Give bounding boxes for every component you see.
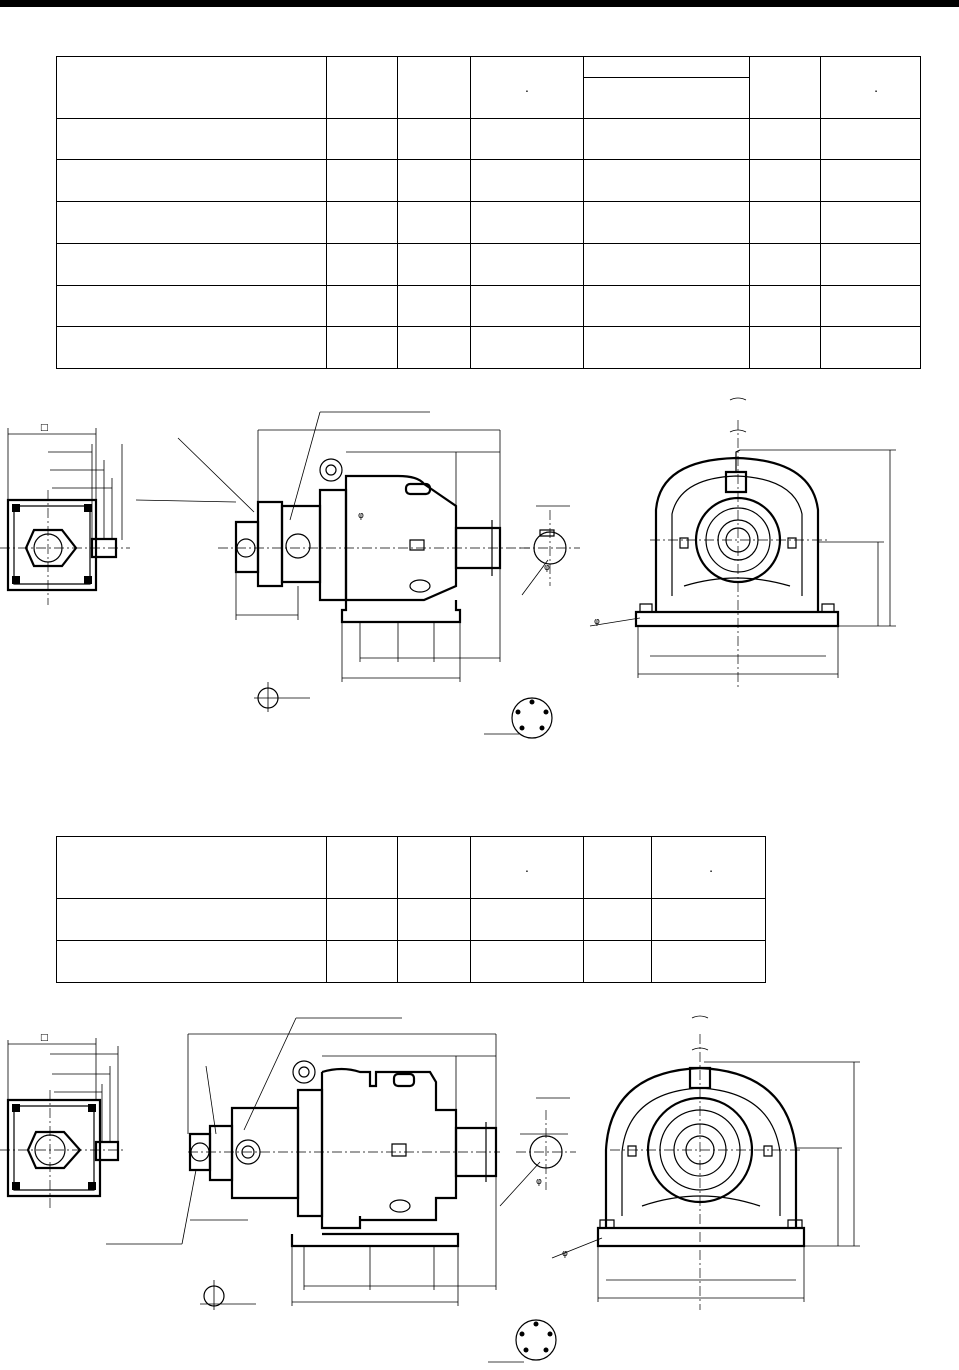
table-cell	[749, 159, 821, 202]
gear-motor-drawing-upper: □	[0, 390, 959, 740]
table-cell	[470, 326, 584, 369]
table-cell	[56, 201, 327, 244]
table-cell	[820, 118, 921, 160]
table-cell	[749, 243, 821, 286]
table-cell	[326, 285, 398, 327]
table-cell	[326, 898, 398, 941]
table-cell	[56, 285, 327, 327]
header-cell	[749, 56, 821, 119]
table-cell	[326, 326, 398, 369]
table-cell	[470, 898, 584, 941]
table-cell	[470, 118, 584, 160]
table-cell	[470, 159, 584, 202]
table-cell	[583, 898, 652, 941]
phi-symbol: φ	[544, 563, 550, 573]
phi-symbol: φ	[594, 617, 600, 627]
square-symbol: □	[40, 1033, 49, 1043]
table-cell	[56, 326, 327, 369]
table-cell	[583, 285, 750, 327]
table-cell	[56, 898, 327, 941]
table-cell	[583, 159, 750, 202]
dot-mark: .	[525, 859, 529, 875]
table-cell	[326, 159, 398, 202]
header-cell	[583, 77, 750, 119]
header-cell	[326, 56, 398, 119]
table-cell	[820, 285, 921, 327]
phi-symbol: φ	[358, 511, 364, 521]
table-cell	[583, 118, 750, 160]
table-cell	[56, 159, 327, 202]
table-cell	[56, 243, 327, 286]
table-cell	[397, 159, 471, 202]
spec-table-upper: . .	[56, 56, 921, 369]
end-view-left: □	[0, 423, 130, 605]
table-cell	[583, 243, 750, 286]
table-cell	[470, 201, 584, 244]
gear-motor-drawing-lower: □	[0, 1010, 959, 1370]
header-cell	[397, 836, 471, 899]
table-cell	[397, 898, 471, 941]
shaft-detail: φ	[484, 506, 580, 738]
shaft-detail: φ	[488, 1098, 576, 1362]
table-cell	[749, 326, 821, 369]
table-cell	[56, 940, 327, 983]
table-cell	[749, 285, 821, 327]
table-cell	[651, 940, 766, 983]
front-view-right: φ	[552, 1016, 860, 1310]
header-cell	[326, 836, 398, 899]
spec-table-lower: . .	[56, 836, 766, 983]
phi-symbol: φ	[562, 1249, 568, 1259]
dot-mark: .	[709, 859, 713, 875]
table-cell	[470, 285, 584, 327]
table-cell	[397, 243, 471, 286]
square-symbol: □	[40, 423, 49, 433]
header-cell: .	[820, 56, 921, 119]
table-cell	[583, 201, 750, 244]
header-cell	[56, 56, 327, 119]
table-cell	[397, 285, 471, 327]
table-cell	[397, 326, 471, 369]
table-cell	[651, 898, 766, 941]
table-cell	[397, 940, 471, 983]
front-view-right: φ	[590, 398, 896, 690]
table-cell	[749, 201, 821, 244]
table-cell	[326, 201, 398, 244]
table-cell	[470, 940, 584, 983]
table-cell	[326, 940, 398, 983]
table-cell	[326, 118, 398, 160]
dot-mark: .	[525, 79, 529, 95]
table-cell	[820, 326, 921, 369]
header-cell	[583, 56, 750, 78]
header-cell	[56, 836, 327, 899]
side-view-center: φ	[136, 412, 530, 712]
end-view-left: □	[0, 1033, 126, 1210]
header-cell: .	[651, 836, 766, 899]
header-cell: .	[470, 56, 584, 119]
side-view-center	[106, 1018, 500, 1310]
page-header-bar	[0, 0, 959, 7]
header-cell	[397, 56, 471, 119]
dot-mark: .	[874, 79, 878, 95]
table-cell	[326, 243, 398, 286]
table-cell	[56, 118, 327, 160]
header-cell	[583, 836, 652, 899]
table-cell	[820, 201, 921, 244]
table-cell	[470, 243, 584, 286]
table-cell	[749, 118, 821, 160]
phi-symbol: φ	[536, 1177, 542, 1187]
table-cell	[397, 201, 471, 244]
table-cell	[820, 243, 921, 286]
table-cell	[583, 326, 750, 369]
table-cell	[820, 159, 921, 202]
table-cell	[583, 940, 652, 983]
header-cell: .	[470, 836, 584, 899]
table-cell	[397, 118, 471, 160]
